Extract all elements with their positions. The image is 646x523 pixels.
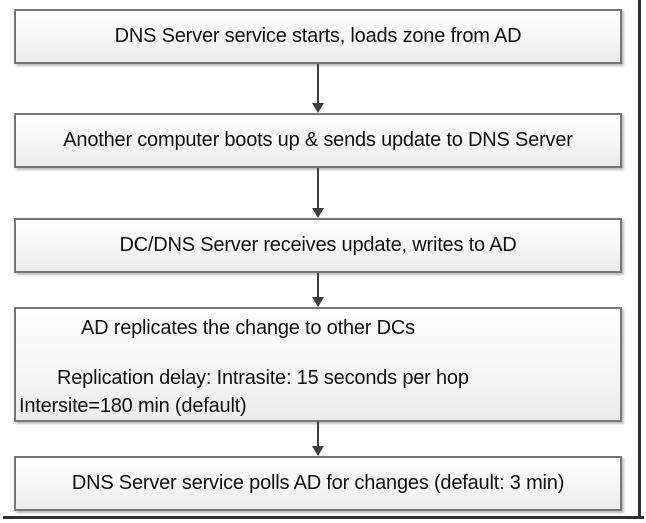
flow-step-4-line-2: Replication delay: Intrasite: 15 seconds… [57,367,469,389]
flow-step-1: DNS Server service starts, loads zone fr… [14,9,622,64]
arrow-stem [317,273,319,297]
flow-step-3: DC/DNS Server receives update, writes to… [14,218,622,273]
flow-column: DNS Server service starts, loads zone fr… [14,9,622,511]
flow-step-2: Another computer boots up & sends update… [14,113,622,168]
frame-right-border [638,0,641,519]
arrow-stem [317,168,319,208]
flow-step-3-label: DC/DNS Server receives update, writes to… [119,234,517,256]
arrow-down-icon [312,273,324,307]
arrow-stem [317,422,319,446]
arrow-stem [317,64,319,103]
flow-step-2-label: Another computer boots up & sends update… [63,129,573,151]
flow-step-5-label: DNS Server service polls AD for changes … [71,472,565,494]
arrow-down-icon [312,422,324,456]
arrow-head [312,297,324,307]
frame-bottom-border [3,516,644,519]
flow-step-4: AD replicates the change to other DCs Re… [14,307,622,422]
arrow-down-icon [312,168,324,218]
arrow-down-icon [312,64,324,113]
arrow-head [312,103,324,113]
flow-step-1-label: DNS Server service starts, loads zone fr… [114,25,522,47]
flow-step-4-line-3: Intersite=180 min (default) [19,395,247,417]
arrow-head [312,208,324,218]
flow-step-5: DNS Server service polls AD for changes … [14,456,622,511]
flow-step-4-line-1: AD replicates the change to other DCs [81,317,415,339]
arrow-head [312,446,324,456]
